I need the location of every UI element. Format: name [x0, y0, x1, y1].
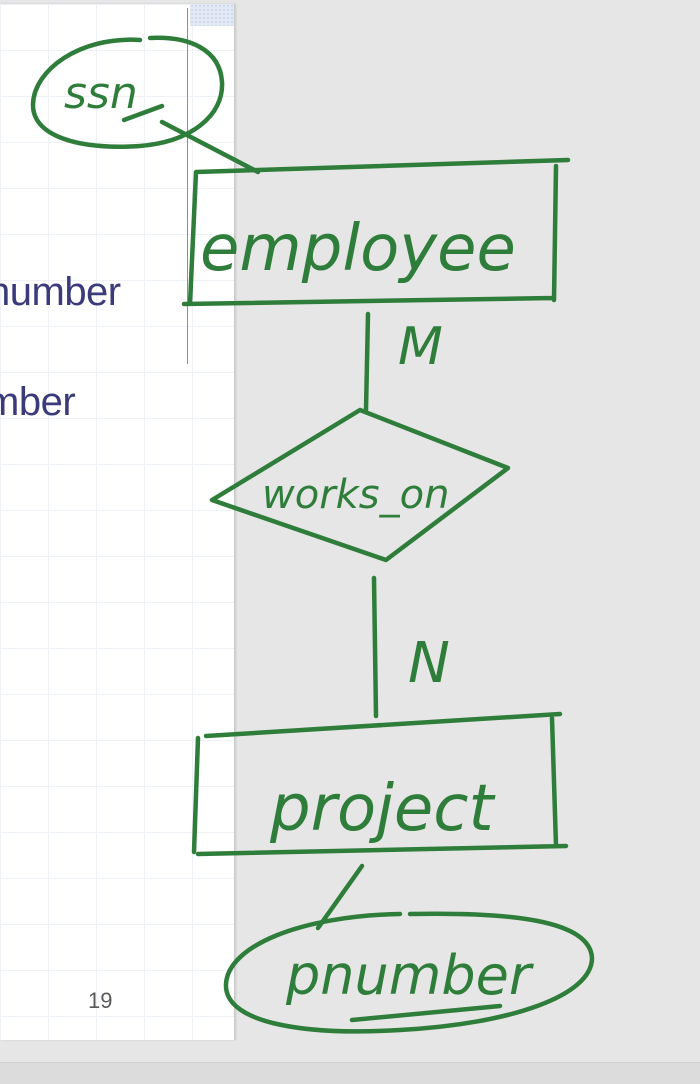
slide-page-number: 19	[88, 988, 113, 1013]
relationship-label-works-on: works_on	[262, 472, 449, 518]
entity-label-project: project	[269, 772, 496, 846]
connector-relationship-project	[371, 575, 379, 719]
entity-box-project	[191, 711, 569, 857]
relationship-diamond-works-on	[209, 407, 511, 563]
entity-box-employee	[181, 157, 571, 307]
slide-text-line: mber	[0, 380, 76, 424]
slide-header-pattern	[190, 4, 234, 26]
attribute-underline-pnumber	[349, 1003, 503, 1023]
cardinality-m: M	[398, 317, 443, 377]
slide-divider-line	[187, 8, 188, 364]
connector-employee-relationship	[363, 311, 371, 413]
attribute-oval-pnumber	[223, 911, 595, 1034]
attribute-label-pnumber: pnumber	[285, 944, 534, 1007]
connector-ssn-employee	[159, 119, 261, 175]
bottom-status-bar	[0, 1062, 700, 1084]
attribute-underline-ssn	[121, 103, 165, 123]
entity-label-employee: employee	[200, 212, 516, 286]
attribute-oval-ssn	[30, 35, 225, 149]
attribute-label-ssn: ssn	[64, 68, 138, 119]
connector-project-pnumber	[315, 863, 365, 931]
slide-text-line: number	[0, 270, 121, 314]
cardinality-n: N	[408, 631, 450, 696]
